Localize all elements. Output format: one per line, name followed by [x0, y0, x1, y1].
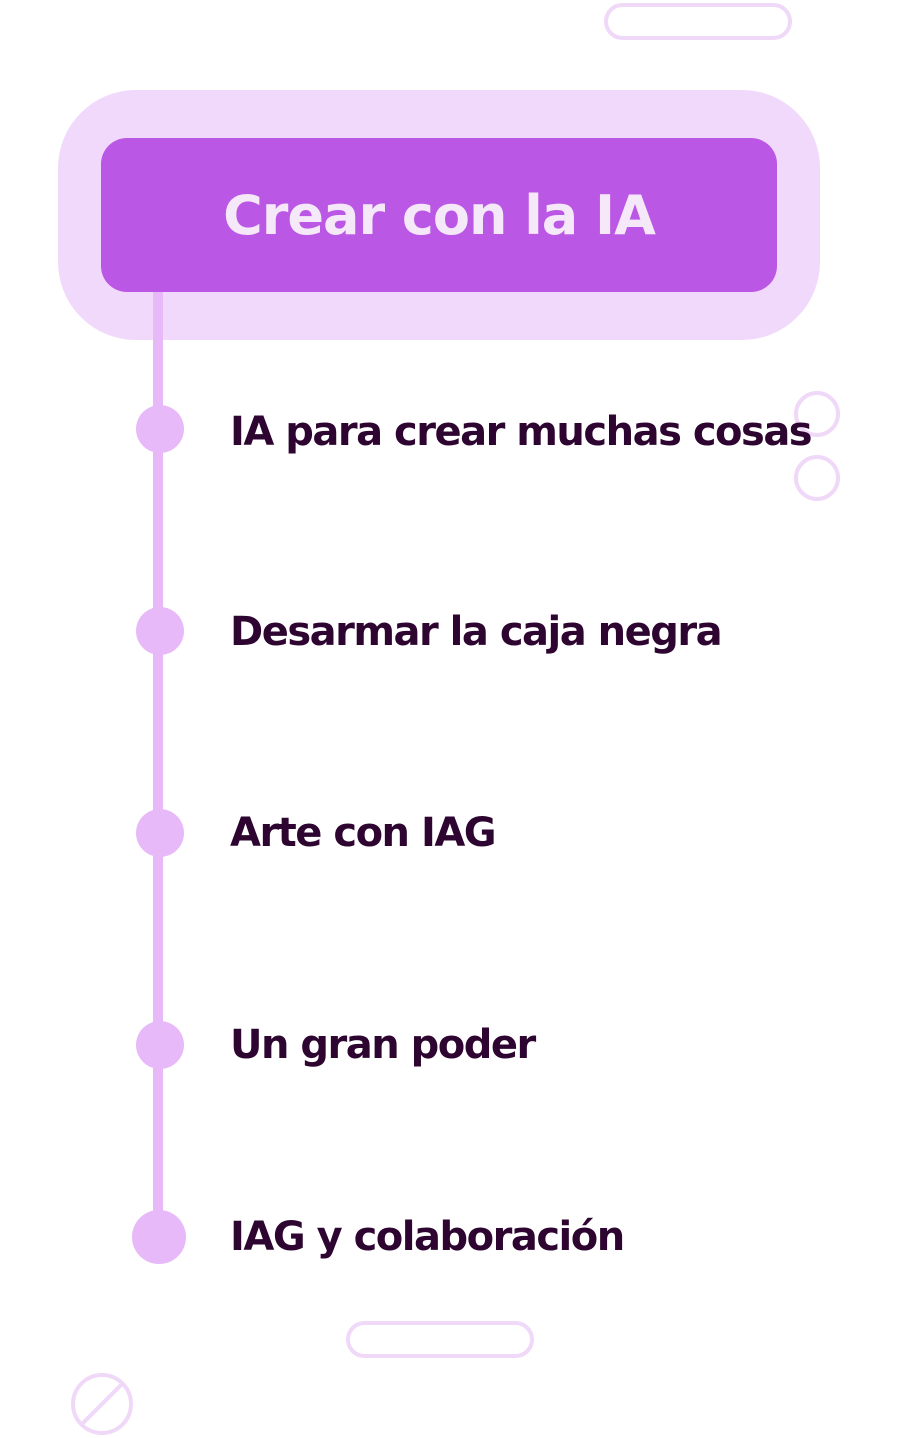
timeline-dot	[136, 405, 184, 453]
timeline-dot	[136, 809, 184, 857]
timeline-line	[153, 292, 163, 1240]
deco-circle-lower	[794, 455, 840, 501]
timeline-item-1[interactable]: IA para crear muchas cosas	[230, 409, 813, 455]
page-title: Crear con la IA	[223, 183, 656, 247]
no-entry-icon	[71, 1373, 133, 1435]
header-banner: Crear con la IA	[101, 138, 777, 292]
timeline-dot-last	[132, 1210, 186, 1264]
deco-circle-upper	[794, 391, 840, 437]
timeline-item-4[interactable]: Un gran poder	[230, 1022, 536, 1068]
timeline-item-3[interactable]: Arte con IAG	[230, 810, 497, 856]
timeline-dot	[136, 1021, 184, 1069]
timeline-item-2[interactable]: Desarmar la caja negra	[230, 609, 723, 655]
top-deco-pill	[604, 3, 792, 40]
timeline-item-5[interactable]: IAG y colaboración	[230, 1214, 625, 1260]
timeline-dot	[136, 607, 184, 655]
bottom-deco-pill	[346, 1321, 534, 1358]
